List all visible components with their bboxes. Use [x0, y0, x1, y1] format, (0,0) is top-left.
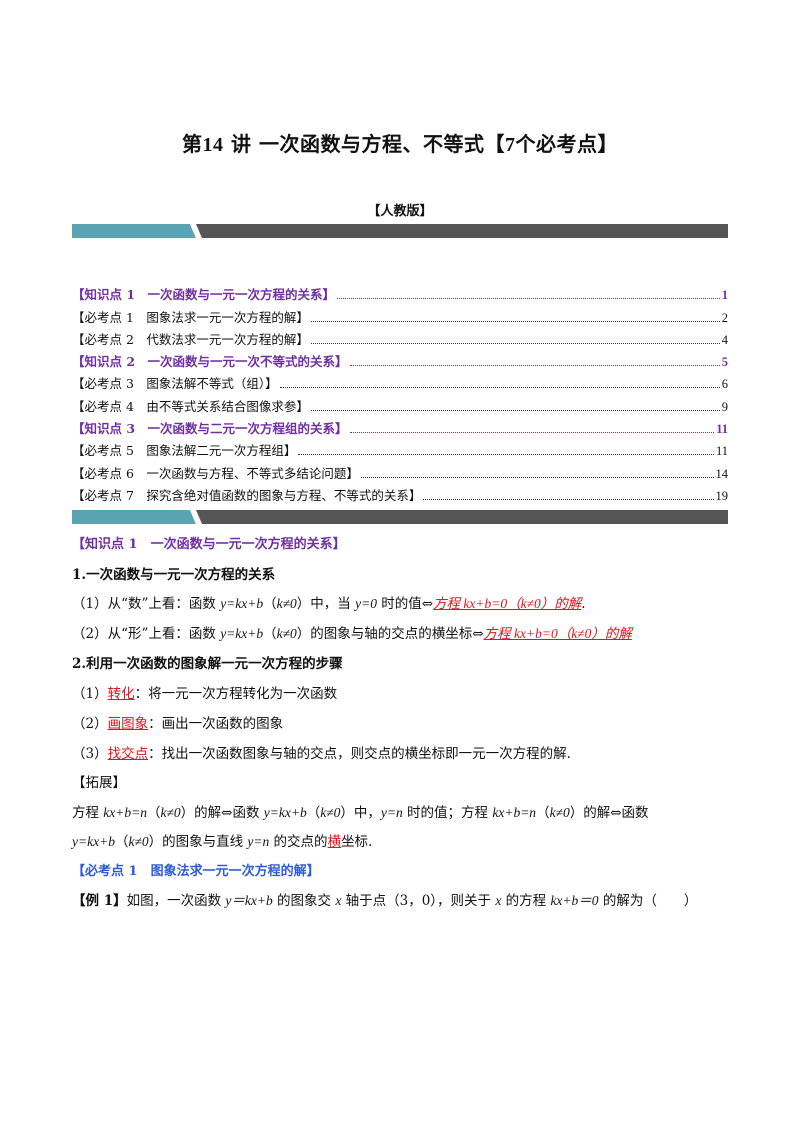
- example-label: 【例 1】: [72, 893, 127, 909]
- example-1: 【例 1】如图，一次函数 y＝kx+b 的图象交 x 轴于点（3，0），则关于 …: [72, 893, 698, 909]
- table-of-contents: 【知识点 1 一次函数与一元一次方程的关系】1【必考点 1 图象法求一元一次方程…: [72, 281, 728, 504]
- toc-item-row[interactable]: 【必考点 6 一次函数与方程、不等式多结论问题】 14: [72, 459, 728, 481]
- toc-knowledge-row[interactable]: 【知识点 2 一次函数与一元一次不等式的关系】 5: [72, 348, 728, 370]
- title-prefix: 第: [182, 132, 203, 156]
- toc-leader-dots: [310, 409, 720, 411]
- page-title: 第14 讲 一次函数与方程、不等式【7个必考点】: [0, 128, 800, 157]
- divider-bar-middle: [72, 510, 728, 524]
- title-lecture-number: 14: [202, 134, 224, 156]
- toc-item-row[interactable]: 【必考点 4 由不等式关系结合图像求参】 9: [72, 392, 728, 414]
- toc-label: 【必考点 2 代数法求一元一次方程的解】: [72, 331, 309, 347]
- toc-label: 【必考点 7 探究含绝对值函数的图象与方程、不等式的关系】: [72, 487, 422, 503]
- toc-page-number: 11: [716, 422, 728, 437]
- toc-leader-dots: [360, 476, 714, 478]
- toc-label: 【必考点 5 图象法解二元一次方程组】: [72, 443, 297, 459]
- toc-page-number: 2: [721, 310, 728, 325]
- extension-line-2: y=kx+b（k≠0）的图象与直线 y=n 的交点的横坐标.: [72, 834, 373, 850]
- toc-page-number: 4: [721, 332, 728, 347]
- toc-item-row[interactable]: 【必考点 7 探究含绝对值函数的图象与方程、不等式的关系】 19: [72, 482, 728, 504]
- toc-page-number: 9: [721, 399, 728, 414]
- toc-knowledge-row[interactable]: 【知识点 1 一次函数与一元一次方程的关系】 1: [72, 281, 728, 303]
- step-keyword: 画图象: [107, 716, 149, 732]
- toc-item-row[interactable]: 【必考点 1 图象法求一元一次方程的解】 2: [72, 303, 728, 325]
- toc-label: 【知识点 3 一次函数与二元一次方程组的关系】: [72, 421, 348, 437]
- toc-leader-dots: [349, 364, 720, 367]
- toc-leader-dots: [423, 498, 714, 500]
- toc-label: 【必考点 4 由不等式关系结合图像求参】: [72, 398, 309, 414]
- toc-leader-dots: [349, 431, 715, 434]
- toc-label: 【必考点 3 图象法解不等式（组）】: [72, 376, 278, 392]
- toc-label: 【知识点 2 一次函数与一元一次不等式的关系】: [72, 354, 348, 370]
- step-3: （3）找交点：找出一次函数图象与轴的交点，则交点的横坐标即一元一次方程的解.: [72, 746, 571, 762]
- edition-label: 【人教版】: [367, 204, 433, 219]
- toc-leader-dots: [310, 320, 720, 322]
- toc-page-number: 11: [715, 444, 728, 459]
- toc-leader-dots: [298, 453, 714, 456]
- toc-label: 【必考点 6 一次函数与方程、不等式多结论问题】: [72, 465, 359, 481]
- extension-label: 【拓展】: [72, 775, 126, 791]
- toc-item-row[interactable]: 【必考点 2 代数法求一元一次方程的解】 4: [72, 326, 728, 348]
- toc-page-number: 1: [721, 288, 728, 303]
- step-keyword: 找交点: [107, 746, 149, 762]
- toc-page-number: 14: [715, 466, 729, 481]
- title-suffix: 个必考点】: [515, 132, 618, 156]
- toc-knowledge-row[interactable]: 【知识点 3 一次函数与二元一次方程组的关系】 11: [72, 415, 728, 437]
- subheading-relation: 1.一次函数与一元一次方程的关系: [72, 567, 276, 583]
- extension-line-1: 方程 kx+b=n（k≠0）的解⇔函数 y=kx+b（k≠0）中，y=n 时的值…: [72, 805, 649, 821]
- section-heading-mustpoint-1: 【必考点 1 图象法求一元一次方程的解】: [72, 864, 320, 879]
- toc-leader-dots: [310, 342, 720, 344]
- title-main: 讲 一次函数与方程、不等式【: [231, 132, 505, 156]
- step-1: （1）转化：将一元一次方程转化为一次函数: [72, 686, 338, 702]
- subheading-steps: 2.利用一次函数的图象解一元一次方程的步骤: [72, 656, 343, 672]
- toc-leader-dots: [337, 297, 720, 300]
- toc-page-number: 5: [721, 355, 728, 370]
- highlight-horizontal: 横: [327, 834, 342, 850]
- paragraph-number-view: （1）从“数”上看：函数 y=kx+b（k≠0）中，当 y=0 时的值⇔方程 k…: [72, 596, 586, 612]
- toc-page-number: 6: [721, 377, 728, 392]
- step-keyword: 转化: [107, 686, 135, 702]
- toc-label: 【知识点 1 一次函数与一元一次方程的关系】: [72, 287, 336, 303]
- toc-item-row[interactable]: 【必考点 3 图象法解不等式（组）】 6: [72, 370, 728, 392]
- toc-leader-dots: [279, 386, 720, 389]
- toc-label: 【必考点 1 图象法求一元一次方程的解】: [72, 309, 309, 325]
- step-2: （2）画图象：画出一次函数的图象: [72, 716, 284, 732]
- highlight-equation-solution: 方程 kx+b=0（k≠0）的解: [433, 596, 582, 611]
- section-heading-knowledge-1: 【知识点 1 一次函数与一元一次方程的关系】: [72, 537, 346, 552]
- paragraph-shape-view: （2）从“形”上看：函数 y=kx+b（k≠0）的图象与轴的交点的横坐标⇔方程 …: [72, 626, 632, 642]
- divider-bar-top: [72, 224, 728, 238]
- toc-item-row[interactable]: 【必考点 5 图象法解二元一次方程组】 11: [72, 437, 728, 459]
- title-count: 7: [504, 134, 516, 156]
- highlight-equation-solution-2: 方程 kx+b=0（k≠0）的解: [483, 626, 632, 641]
- toc-page-number: 19: [715, 488, 729, 503]
